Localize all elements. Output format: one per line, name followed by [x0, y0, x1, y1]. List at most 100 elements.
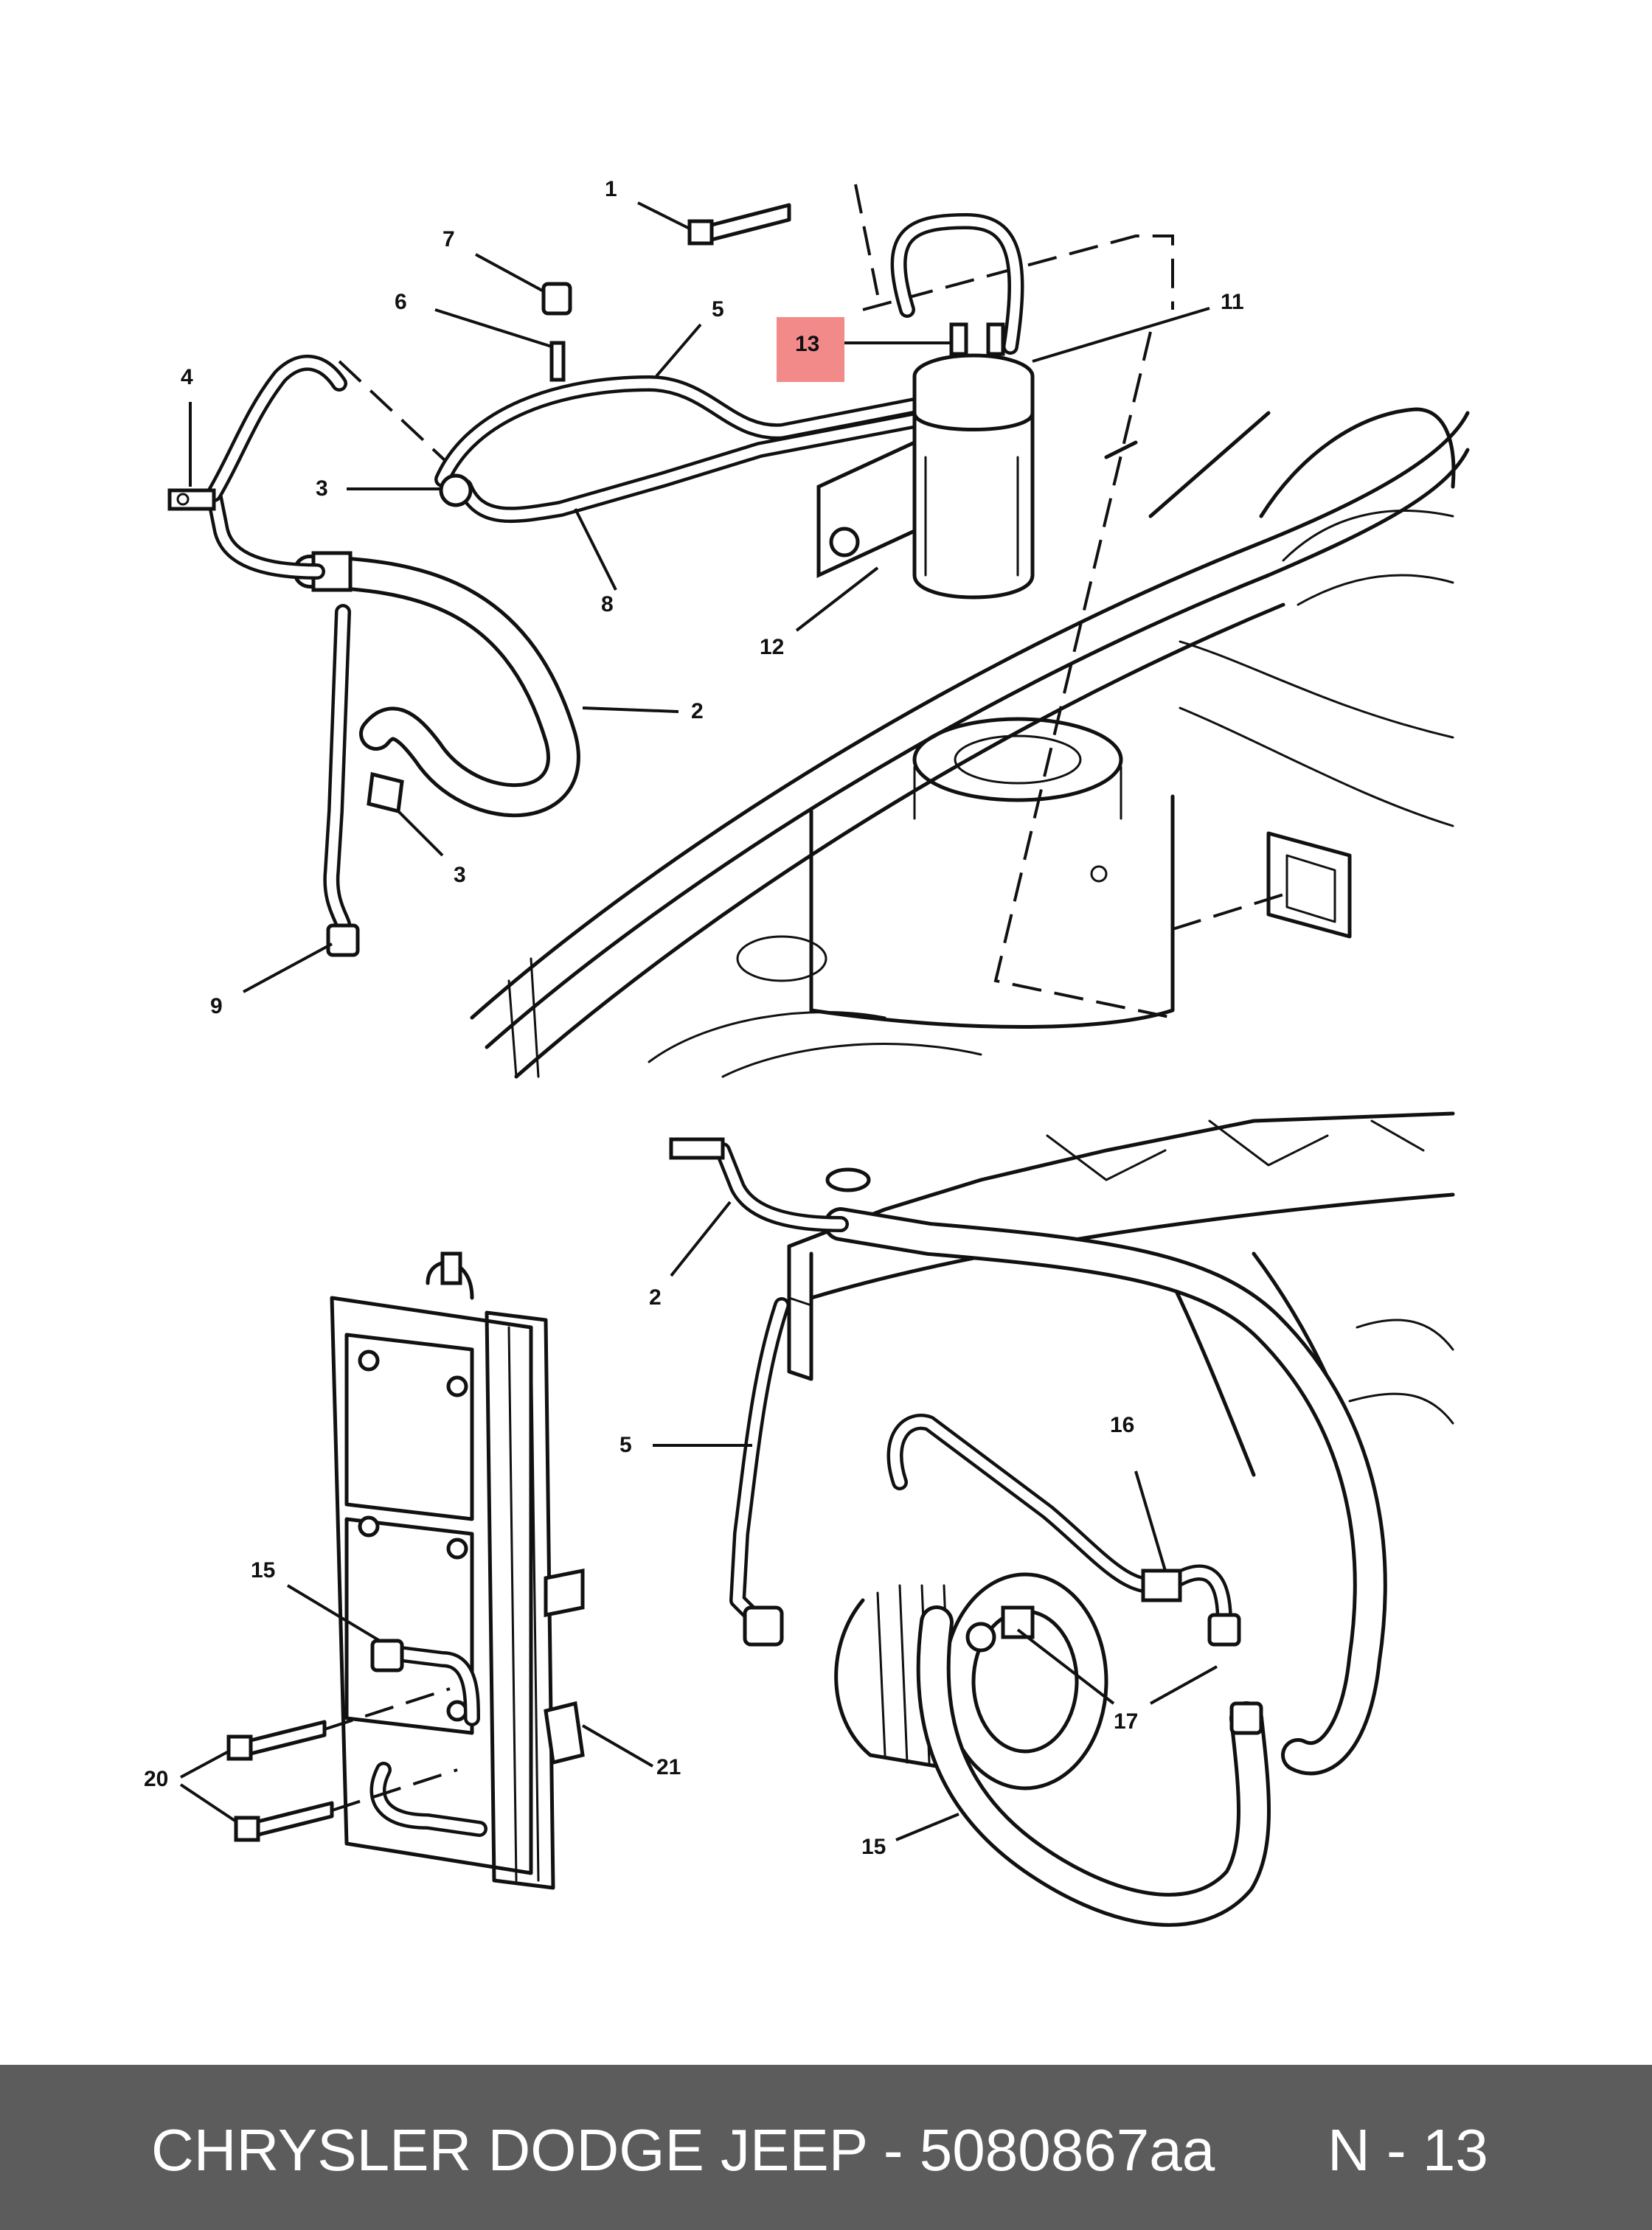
fender-contour-3	[1179, 640, 1454, 827]
leader-11	[1032, 307, 1210, 363]
bolts-20	[226, 1720, 334, 1842]
cowl-panel-edge-2	[485, 448, 1470, 1049]
compressor	[834, 1572, 1108, 1790]
callout-17: 17	[1114, 1709, 1139, 1734]
manifold-mid	[809, 1192, 1455, 1300]
leader-17	[1016, 1628, 1218, 1705]
condenser-tank	[485, 1310, 555, 1890]
fitting-15-condenser	[370, 1639, 404, 1672]
dashed-guide-4	[338, 360, 459, 473]
fender-contour-2	[1282, 510, 1454, 606]
callout-3-lower: 3	[454, 863, 466, 887]
engine-illustration	[653, 1111, 1455, 1927]
callout-15-engine: 15	[861, 1835, 886, 1859]
clamp-3-upper	[439, 473, 473, 507]
callout-12: 12	[760, 635, 785, 659]
callout-20: 20	[144, 1767, 169, 1791]
bracket-21	[544, 1701, 585, 1765]
diagram-drawing	[167, 184, 1470, 1927]
leader-5	[655, 323, 702, 378]
condenser-core	[330, 1296, 533, 1875]
service-valve	[549, 341, 566, 382]
dashed-guide-2	[993, 331, 1173, 1019]
callout-11: 11	[1221, 290, 1244, 314]
footer-bar: CHRYSLER DODGE JEEP - 5080867aa N - 13	[0, 2065, 1652, 2230]
manifold-runners	[1046, 1119, 1425, 1181]
fitting-16	[1207, 1613, 1241, 1647]
leader-3-lower	[397, 810, 444, 857]
relay-bracket	[1266, 831, 1352, 939]
pipe-5-engine	[729, 1297, 790, 1630]
fitting-15	[1229, 1701, 1263, 1735]
fender-contour	[1259, 407, 1456, 518]
body-opening	[736, 935, 827, 982]
top-illustration	[167, 184, 1470, 1079]
bolt-part-1	[687, 203, 791, 246]
leader-6	[434, 308, 552, 348]
clip-17-a	[1141, 1569, 1182, 1602]
leader-2-engine	[670, 1201, 732, 1277]
bolt-shank	[709, 203, 791, 242]
leader-21	[581, 1724, 654, 1768]
reservoir	[787, 1244, 813, 1381]
compressor-housing	[834, 1598, 961, 1772]
callout-9: 9	[210, 994, 223, 1018]
parts-diagram: 1 7 6 5 4 3 8 2 3 9 11 12 13 2 5 16 15 1…	[144, 177, 1470, 1927]
callout-2-engine: 2	[649, 1285, 662, 1310]
mount-bracket-engine	[669, 1137, 725, 1160]
callout-15-condenser: 15	[251, 1558, 276, 1583]
dashed-guide-3	[1172, 891, 1291, 931]
strut-mount-inner	[954, 734, 1082, 785]
valve-cap	[541, 282, 572, 316]
leader-20	[179, 1750, 237, 1823]
pressure-switch-13	[949, 322, 968, 356]
callout-6: 6	[395, 290, 407, 314]
drier-bracket	[816, 440, 917, 578]
leader-8	[574, 508, 617, 591]
cowl-panel-edge-3	[514, 602, 1285, 1079]
mount-bracket-4	[167, 488, 216, 511]
callout-16: 16	[1110, 1413, 1135, 1437]
filler-cap	[825, 1167, 871, 1192]
callout-5-engine: 5	[620, 1433, 632, 1457]
leader-1	[637, 201, 690, 230]
leader-15-engine	[895, 1813, 959, 1841]
page-reference: N - 13	[1328, 2117, 1488, 2183]
callout-5: 5	[712, 297, 724, 322]
relay-bracket-inner	[1285, 854, 1336, 923]
fender-lines	[1104, 411, 1271, 518]
leader-16	[1134, 1470, 1167, 1571]
bolt-head	[687, 219, 714, 246]
body-contour-lower	[648, 1011, 982, 1078]
part-number-title: CHRYSLER DODGE JEEP - 5080867aa	[151, 2117, 1215, 2183]
callout-7: 7	[442, 227, 455, 251]
receiver-drier	[890, 213, 1035, 600]
pillar	[507, 957, 540, 1078]
clip-17-b	[1001, 1605, 1035, 1639]
clamp-3-lower	[367, 771, 404, 814]
condenser-panel-lower	[344, 1517, 474, 1735]
callout-13-highlight	[777, 317, 844, 382]
callout-21: 21	[656, 1755, 681, 1779]
leader-9	[243, 942, 333, 993]
condenser-panel-upper	[344, 1333, 474, 1521]
callout-3-top: 3	[316, 476, 328, 501]
pipe-5-fitting	[743, 1605, 784, 1647]
condenser-illustration	[179, 1251, 654, 1890]
strut-walls	[913, 765, 1122, 820]
callout-1: 1	[605, 177, 617, 201]
leader-2-top	[582, 706, 679, 713]
callout-2-top: 2	[691, 699, 704, 723]
drier-body	[912, 413, 1035, 600]
strut-mount	[912, 717, 1123, 802]
leader-15-condenser	[286, 1584, 381, 1642]
leader-12	[795, 566, 879, 632]
callout-8: 8	[601, 592, 614, 616]
strut-tower	[809, 794, 1175, 1029]
dashed-guide-1	[854, 184, 1174, 311]
strut-hole	[1090, 865, 1108, 883]
callout-13: 13	[795, 332, 820, 356]
leader-7	[475, 253, 544, 293]
cowl-panel-edge	[470, 411, 1470, 1020]
callout-4: 4	[181, 365, 193, 389]
